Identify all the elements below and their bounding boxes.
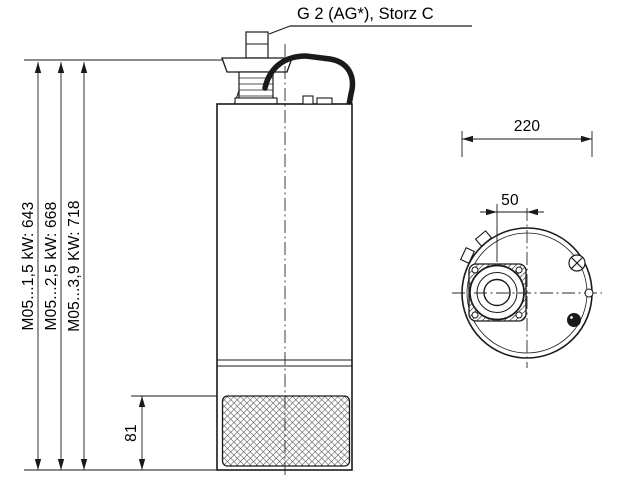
pump-side-view <box>216 31 356 478</box>
edge-pin <box>584 288 594 298</box>
connection-callout: G 2 (AG*), Storz C <box>268 5 472 35</box>
port-outer-ring <box>469 264 525 321</box>
carrying-handle <box>262 53 356 108</box>
height-dimension-group: M05...1,5 kW: 643 M05...2,5 kW: 668 M05.… <box>20 59 234 471</box>
strainer-height-label: 81 <box>123 424 140 442</box>
offset-dimension-group: 50 <box>480 192 544 262</box>
rim-tab-2 <box>459 246 476 265</box>
dimension-line-668 <box>57 62 65 470</box>
height-dimension-label-718: M05...3,9 KW: 718 <box>66 200 83 332</box>
port-mid-ring <box>476 272 518 313</box>
flange-bolt-4 <box>515 311 523 319</box>
height-dimension-label-668: M05...2,5 kW: 668 <box>43 202 60 331</box>
strainer-dimension-group: 81 <box>123 395 224 470</box>
connection-label: G 2 (AG*), Storz C <box>297 5 434 23</box>
suction-strainer <box>221 395 351 467</box>
dimension-line-643 <box>34 62 42 470</box>
port-bore <box>483 278 511 307</box>
plug-highlight <box>570 316 573 319</box>
dimension-line-718 <box>80 62 88 470</box>
flange-bolt-3 <box>471 311 479 319</box>
offset-dimension-label: 50 <box>501 192 519 209</box>
callout-leader-line <box>268 25 291 35</box>
diameter-dimension-group: 220 <box>461 118 593 157</box>
cable-gland-2 <box>316 97 333 105</box>
plug-dark-circle <box>567 313 581 327</box>
screw-head <box>568 254 586 272</box>
flange-bolt <box>471 266 479 274</box>
cable-gland <box>302 95 314 105</box>
pump-top-view: 220 50 <box>452 118 602 368</box>
flange-bolt-2 <box>515 266 523 274</box>
height-dimension-label-643: M05...1,5 kW: 643 <box>20 202 37 331</box>
discharge-stub <box>245 31 269 59</box>
diameter-dimension-label: 220 <box>514 118 541 135</box>
